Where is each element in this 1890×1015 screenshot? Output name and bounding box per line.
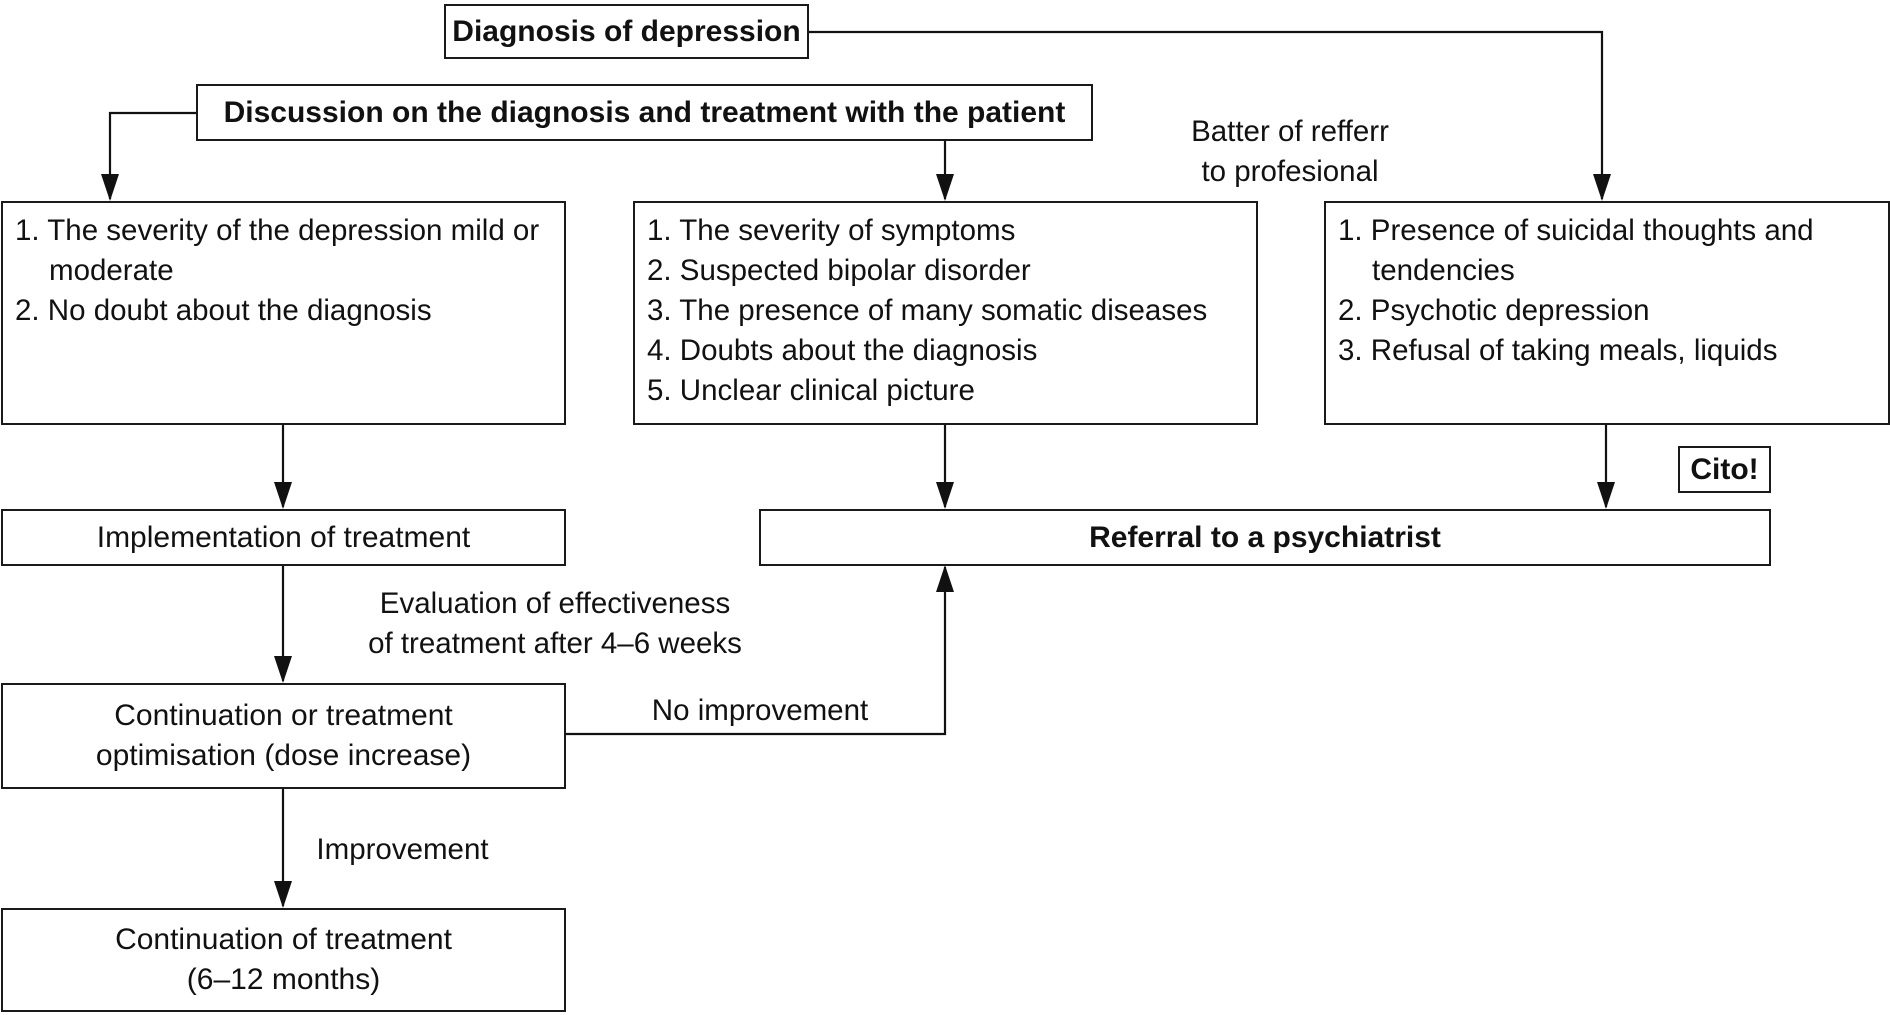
arrowhead-icon	[1593, 174, 1611, 201]
better-refer-line1: Batter of refferr	[1191, 115, 1389, 148]
urgent-criteria-item: 2. Psychotic depression	[1338, 294, 1650, 327]
urgent-criteria-node: 1. Presence of suicidal thoughts and ten…	[1324, 201, 1890, 425]
continuation-node: Continuation of treatment (6–12 months)	[1, 908, 566, 1012]
mild-criteria-node: 1. The severity of the depression mild o…	[1, 201, 566, 425]
implementation-label: Implementation of treatment	[96, 520, 471, 554]
mild-criteria-item: 1. The severity of the depression mild o…	[15, 214, 540, 287]
arrowhead-icon	[1597, 482, 1615, 509]
referral-criteria-node: 1. The severity of symptoms 2. Suspected…	[633, 201, 1258, 425]
implementation-node: Implementation of treatment	[1, 509, 566, 566]
continuation-label-line2: (6–12 months)	[186, 963, 381, 996]
optimisation-label-line1: Continuation or treatment	[114, 699, 453, 732]
better-refer-label: Batter of refferr to profesional	[1140, 112, 1440, 192]
referral-node: Referral to a psychiatrist	[759, 509, 1771, 566]
edge-no-improvement-to-referral	[565, 567, 947, 736]
discussion-node: Discussion on the diagnosis and treatmen…	[196, 84, 1093, 141]
referral-criteria-item: 2. Suspected bipolar disorder	[647, 254, 1031, 287]
cito-label: Cito!	[1690, 452, 1759, 486]
edge-discussion-to-mild	[108, 111, 196, 199]
edge-diagnosis-to-urgent	[809, 30, 1604, 199]
referral-criteria-item: 5. Unclear clinical picture	[647, 374, 975, 407]
arrowhead-icon	[274, 656, 292, 683]
better-refer-line2: to profesional	[1201, 155, 1379, 188]
referral-criteria-item: 1. The severity of symptoms	[647, 214, 1016, 247]
referral-criteria-item: 3. The presence of many somatic diseases	[647, 294, 1208, 327]
diagnosis-label: Diagnosis of depression	[452, 14, 801, 48]
arrowhead-icon	[936, 565, 954, 592]
evaluation-line2: of treatment after 4–6 weeks	[368, 627, 742, 660]
arrowhead-icon	[274, 482, 292, 509]
arrowhead-icon	[936, 174, 954, 201]
referral-criteria-item: 4. Doubts about the diagnosis	[647, 334, 1038, 367]
continuation-label-line1: Continuation of treatment	[115, 923, 452, 956]
referral-label: Referral to a psychiatrist	[1089, 520, 1441, 554]
evaluation-label: Evaluation of effectiveness of treatment…	[330, 584, 780, 664]
arrowhead-icon	[274, 881, 292, 908]
improvement-label: Improvement	[316, 833, 489, 866]
evaluation-line1: Evaluation of effectiveness	[379, 587, 731, 620]
arrowhead-icon	[101, 174, 119, 201]
urgent-criteria-item: 1. Presence of suicidal thoughts and ten…	[1338, 214, 1814, 287]
mild-criteria-item: 2. No doubt about the diagnosis	[15, 294, 432, 327]
no-improvement-label: No improvement	[651, 694, 869, 727]
diagnosis-node: Diagnosis of depression	[444, 4, 809, 59]
arrowhead-icon	[936, 482, 954, 509]
optimisation-label-line2: optimisation (dose increase)	[95, 739, 472, 772]
urgent-criteria-item: 3. Refusal of taking meals, liquids	[1338, 334, 1778, 367]
optimisation-node: Continuation or treatment optimisation (…	[1, 683, 566, 789]
discussion-label: Discussion on the diagnosis and treatmen…	[223, 95, 1066, 129]
cito-badge: Cito!	[1678, 446, 1771, 493]
